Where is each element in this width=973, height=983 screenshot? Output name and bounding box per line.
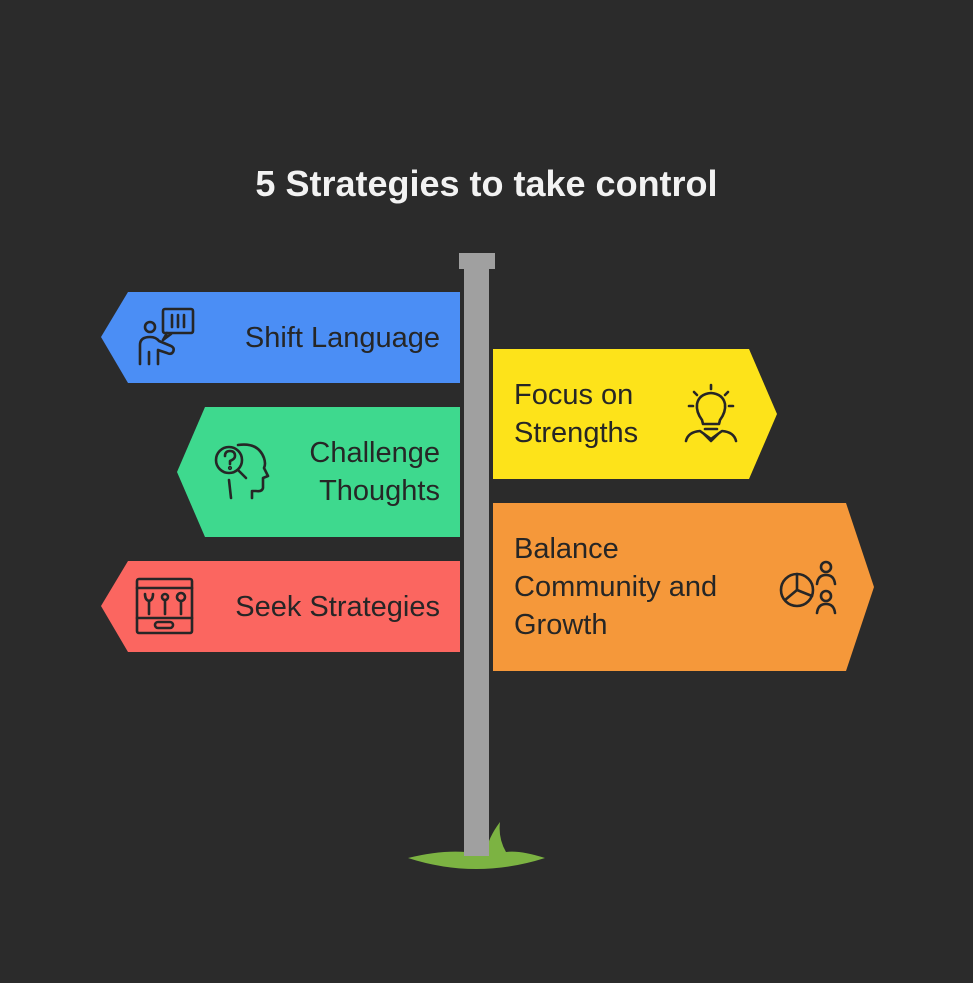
sign-label-focus-on-strengths: Focus on Strengths [514,379,639,449]
sign-challenge-thoughts [177,407,460,537]
lightbulb-person-icon [684,383,738,443]
page-title: 5 Strategies to take control [255,163,718,204]
head-question-icon [214,443,270,500]
grass [408,822,545,869]
signpost-pole [464,268,489,856]
teacher-board-icon [138,307,195,366]
signpost-pole-cap [459,253,495,269]
sign-label-seek-strategies: Seek Strategies [235,590,440,623]
sign-label-shift-language: Shift Language [244,321,440,354]
sign-shift-language [101,292,460,383]
sign-label-challenge-thoughts: Challenge Thoughts [309,437,440,507]
sign-focus-on-strengths [493,349,777,479]
sign-balance-community-growth [493,503,874,671]
toolbox-icon [135,577,194,635]
sign-label-balance-community-growth: Balance Community and Growth [514,533,718,641]
pie-chart-people-icon [779,560,837,615]
